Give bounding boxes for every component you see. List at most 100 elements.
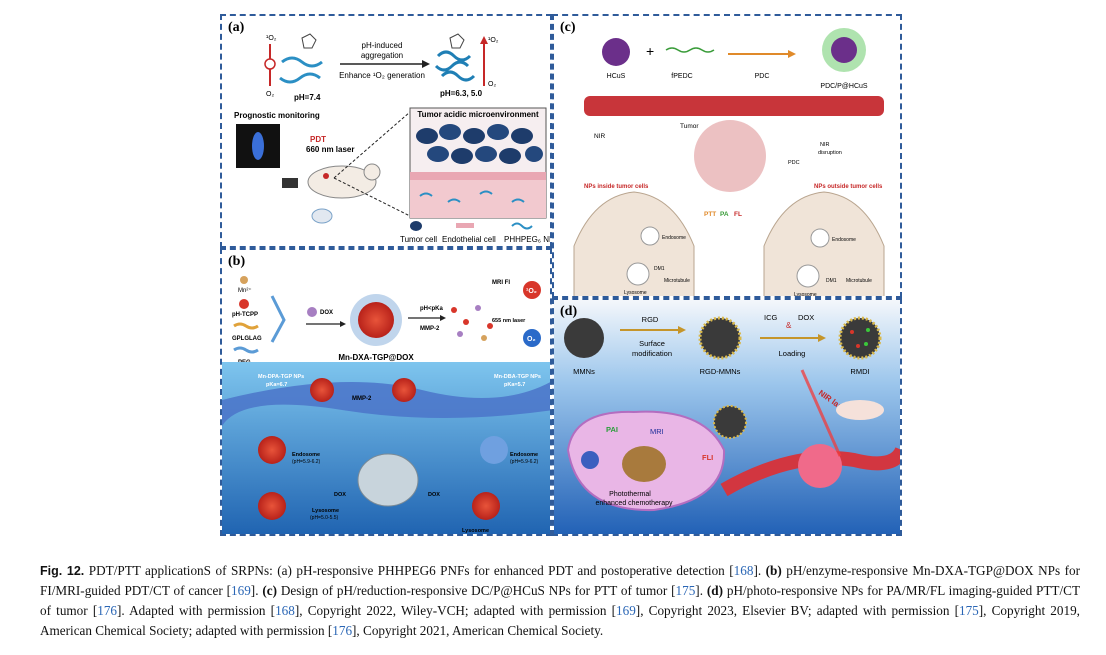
mn-label: Mn²⁺ (238, 287, 252, 294)
tumor-cells (416, 124, 543, 164)
pa-label: PA (720, 211, 729, 218)
endosome-left-icon (258, 436, 286, 464)
dm1-right: DM1 (826, 278, 837, 284)
np-right-1: Mn-DBA-TGP NPs (494, 374, 541, 380)
nir-disruption-1: NIR (820, 142, 830, 148)
dox-label: DOX (798, 313, 814, 322)
np-icon (310, 378, 334, 402)
loading-label: Loading (779, 349, 806, 358)
peptide-icon (233, 322, 259, 330)
caption-panel-ref: (d) (706, 583, 723, 599)
dox-label-top: DOX (320, 310, 333, 316)
endothelial-legend-icon (456, 223, 474, 228)
nanoparticle-cluster-icon (622, 446, 666, 482)
arrow-head-icon (788, 50, 796, 58)
zoom-line (333, 111, 411, 179)
panel-d-label: (d) (560, 304, 578, 319)
reference-link[interactable]: 169 (231, 583, 251, 599)
reference-link[interactable]: 176 (97, 603, 118, 619)
molecule-icon (301, 33, 317, 49)
mmp2-label: MMP-2 (352, 396, 372, 402)
legend-tumor: Tumor cell (400, 235, 437, 244)
caption-text: ], Copyright 2019, American Chemical Soc… (40, 603, 1080, 639)
panel-d: (d) MMNs RGD Surface modification RGD-MM… (552, 298, 902, 536)
panel-d-illustration: MMNs RGD Surface modification RGD-MMNs I… (554, 300, 900, 534)
assembly-icon (270, 295, 286, 343)
endosome-right-icon (810, 228, 830, 248)
np-core (358, 302, 394, 338)
dox-right: DOX (428, 492, 440, 498)
nf-legend-icon (511, 222, 533, 230)
panel-a-label: (a) (228, 20, 245, 35)
vessel-lumen (410, 180, 546, 218)
laser-beam (800, 369, 842, 457)
lysosome-left-icon (258, 492, 286, 520)
zoom-line (333, 177, 411, 217)
caption-text: ], Copyright 2022, Wiley-VCH; adapted wi… (294, 603, 617, 619)
np-left-2: pKa=6.7 (266, 382, 287, 388)
np-icon (392, 378, 416, 402)
caption-text: ]. Adapted with permission [ (117, 603, 276, 619)
dox-left: DOX (334, 492, 346, 498)
arrow-head-icon (340, 321, 346, 327)
plus-icon: + (646, 43, 654, 59)
rgd-mmns-icon (698, 316, 742, 360)
nanofiber-icon (281, 56, 323, 68)
drug-dots (850, 328, 870, 348)
endosome-left-ph: (pH=5.9-6.2) (292, 459, 321, 465)
microtubule-right: Microtubule (846, 278, 872, 284)
trigger-2: MMP-2 (420, 326, 440, 332)
reference-link[interactable]: 175 (675, 583, 696, 599)
mouse-scan-icon (252, 132, 264, 160)
reference-link[interactable]: 169 (616, 603, 636, 619)
ph-right: pH=6.3, 5.0 (440, 89, 483, 98)
panel-a-illustration: ¹O₂ O₂ pH=7.4 pH-induced aggregation Enh… (234, 33, 550, 244)
micro-title: Tumor acidic microenvironment (417, 110, 539, 119)
endosome-right: Endosome (510, 452, 538, 458)
molecule-icon (449, 33, 465, 49)
arrow-head-icon (422, 60, 430, 68)
panel-c-illustration: HCuS + fPEDC PDC PDC/P@HCuS NIR Tumor NP… (573, 28, 885, 296)
arrow-head-icon (480, 36, 488, 44)
laser-label: 655 nm laser (492, 318, 526, 324)
pdc-label: PDC (755, 73, 770, 80)
caption-text: Design of pH/reduction-responsive DC/P@H… (277, 583, 676, 599)
surface-2: modification (632, 349, 672, 358)
reference-link[interactable]: 176 (332, 623, 353, 639)
hcus-icon (602, 38, 630, 66)
fl-label: FL (734, 211, 742, 218)
caption-panel-ref: (c) (262, 583, 277, 599)
caption-text: ], Copyright 2023, Elsevier BV; adapted … (635, 603, 959, 619)
np-name: Mn-DXA-TGP@DOX (338, 353, 414, 362)
nucleus-icon (357, 453, 419, 507)
caption-text: ], Copyright 2021, American Chemical Soc… (352, 623, 604, 639)
product-label: PDC/P@HCuS (820, 83, 868, 90)
o2-left: O₂ (266, 91, 274, 98)
prognostic-label: Prognostic monitoring (234, 111, 320, 120)
pdc-small: PDC (788, 160, 800, 166)
peptide-label: GPLGLAG (232, 336, 262, 342)
tissue-icon (311, 208, 333, 224)
tumor-site-icon (323, 173, 329, 179)
rmdi-approach-icon (713, 405, 747, 439)
nir-disruption-2: disruption (818, 150, 842, 156)
o2-single-left: ¹O₂ (266, 35, 277, 42)
reference-link[interactable]: 168 (275, 603, 295, 619)
dm1-left: DM1 (654, 266, 665, 272)
caption-text: ]. (753, 563, 766, 579)
released-molecules (451, 305, 493, 341)
mri-fi-label: MRI FI (492, 280, 510, 286)
product-core (831, 37, 857, 63)
no-symbol-icon (264, 58, 276, 70)
panel-b-label: (b) (228, 254, 246, 269)
caption-text: pH/enzyme-responsive Mn-DXA-TGP@DOX NPs … (40, 563, 1080, 599)
peg-icon (233, 346, 259, 354)
lysosome-right-icon (796, 264, 820, 288)
mri-label: MRI (650, 427, 664, 436)
rgd-label: RGD (642, 315, 659, 324)
o2-single: ¹O₂ (526, 288, 537, 295)
vessel (720, 446, 900, 497)
reference-link[interactable]: 168 (733, 563, 754, 579)
reference-link[interactable]: 175 (958, 603, 979, 619)
laser-label: 660 nm laser (306, 145, 354, 154)
